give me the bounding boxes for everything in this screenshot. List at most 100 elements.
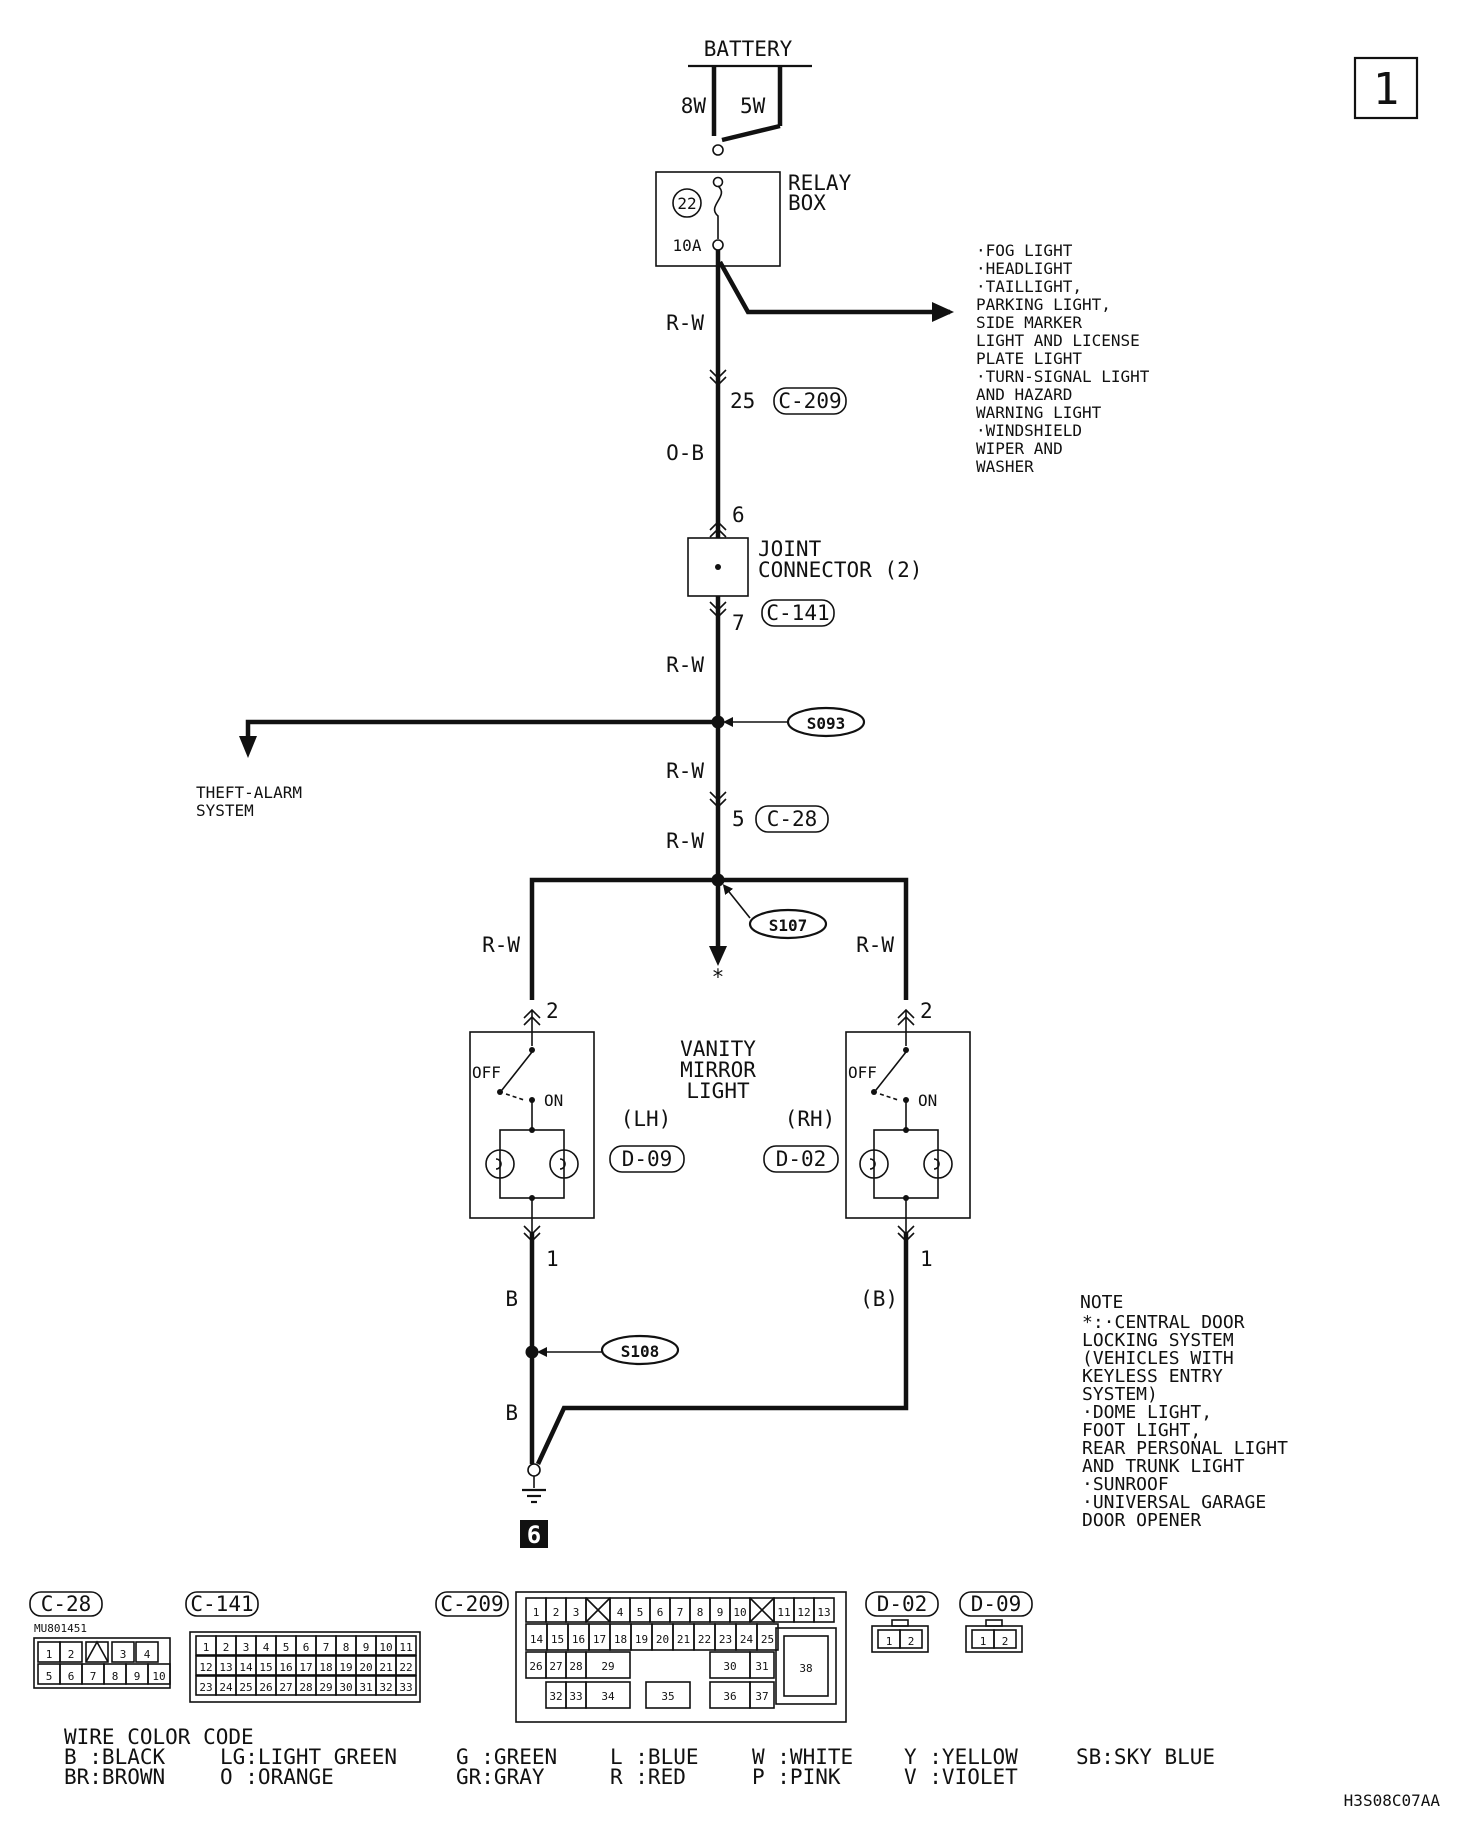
connector-pin: 3 [120,1648,127,1661]
connector-tag: D-09 [622,1147,673,1171]
connector-pin: 11 [777,1606,790,1619]
wire-color-entry: LG:LIGHT GREEN [220,1745,397,1769]
vanity-mirror-lh: OFF ON [469,1010,595,1232]
branch-item: WASHER [976,457,1034,476]
pin-number: 5 [732,807,745,831]
joint-connector-label-2: CONNECTOR (2) [758,558,922,582]
note-lines: *:·CENTRAL DOOR LOCKING SYSTEM (VEHICLES… [1082,1312,1288,1531]
connector-pin: 2 [223,1641,230,1654]
connector-tags: C-209 C-141 C-28 D-09 D-02 [609,387,847,1173]
branch-item: PLATE LIGHT [976,349,1082,368]
wire-label: R-W [666,311,704,335]
splice-label: S093 [807,714,846,733]
switch-on-label: ON [544,1091,563,1110]
vanity-lh: (LH) [621,1107,672,1131]
connector-pin: 33 [399,1681,412,1694]
branch-item: ·FOG LIGHT [976,241,1073,260]
wire-color-entry: V :VIOLET [904,1765,1018,1789]
wire-color-entry: W :WHITE [752,1745,853,1769]
connector-pin: 13 [219,1661,232,1674]
branch-item: WARNING LIGHT [976,403,1102,422]
wire-color-entry: G :GREEN [456,1745,557,1769]
connector-pin: 20 [359,1661,372,1674]
note-title: NOTE [1080,1292,1123,1313]
connector-pin: 28 [299,1681,312,1694]
connector-pin: 16 [279,1661,292,1674]
connector-pin: 14 [530,1633,544,1646]
connector-pin: 9 [717,1606,724,1619]
connector-tag: D-09 [971,1592,1022,1616]
theft-alarm-line: SYSTEM [196,801,254,820]
connector-pin: 31 [755,1660,768,1673]
connector-pin: 14 [239,1661,253,1674]
note-line: AND TRUNK LIGHT [1082,1456,1245,1477]
pin-number: 2 [546,999,559,1023]
star-mark: * [712,965,725,989]
connector-tag: C-28 [41,1592,92,1616]
fuse-rating: 10A [673,236,702,255]
fuse-number: 22 [677,194,696,213]
branch-item: ·TAILLIGHT, [976,277,1082,296]
connector-pin: 35 [661,1690,674,1703]
connector-pin: 1 [886,1635,893,1648]
connector-tag: D-02 [877,1592,928,1616]
bulb-icon [549,1149,579,1179]
pin-number: 6 [732,503,745,527]
connector-pin: 16 [572,1633,585,1646]
connector-pin: 6 [68,1670,75,1683]
page-number: 1 [1373,64,1400,115]
connector-pin: 5 [283,1641,290,1654]
connector-pin: 1 [46,1648,53,1661]
relay-box-label-1: RELAY [788,171,852,195]
wire-label: R-W [666,759,704,783]
connector-pin: 22 [399,1661,412,1674]
note-line: DOOR OPENER [1082,1510,1201,1531]
connector-pin: 27 [549,1660,562,1673]
ground-number-badge [520,1520,548,1548]
connector-pin: 24 [219,1681,233,1694]
wire-label: R-W [666,653,704,677]
connector-pin: 23 [719,1633,732,1646]
branch-item: WIPER AND [976,439,1063,458]
connector-tag: D-02 [776,1147,827,1171]
connector-pin: 36 [723,1690,736,1703]
note-line: *:·CENTRAL DOOR [1082,1312,1245,1333]
connector-pin: 7 [90,1670,97,1683]
connector-pin: 31 [359,1681,372,1694]
connector-pin: 9 [363,1641,370,1654]
splice-label: S107 [769,916,808,935]
branch-item: ·TURN-SIGNAL LIGHT [976,367,1150,386]
connector-pin: 25 [761,1633,774,1646]
connector-pin: 15 [551,1633,564,1646]
connector-pin: 10 [379,1641,392,1654]
relay-box-label-2: BOX [788,191,826,215]
wire-label: (B) [860,1287,898,1311]
note: NOTE *:·CENTRAL DOOR LOCKING SYSTEM (VEH… [1080,1292,1288,1531]
wire-label: R-W [856,933,894,957]
vanity-mirror-title: VANITY MIRROR LIGHT (LH) (RH) [621,1037,836,1131]
connector-pin: 29 [319,1681,332,1694]
branch-item: SIDE MARKER [976,313,1082,332]
connector-pin: 21 [379,1661,392,1674]
battery-label: BATTERY [704,37,793,61]
connector-pin: 4 [263,1641,270,1654]
connector-pin: 7 [323,1641,330,1654]
connector-tag: C-209 [778,389,841,413]
battery-wire-5w: 5W [740,94,766,118]
wire-color-entry: B :BLACK [64,1745,166,1769]
switch-off-label: OFF [472,1063,501,1082]
switch-on-label: ON [918,1091,937,1110]
ground-number: 6 [527,1521,541,1549]
connector-pin: 30 [723,1660,736,1673]
down-arrow-icon [709,946,727,966]
wire-color-entry: P :PINK [752,1765,841,1789]
joint-connector-label-1: JOINT [758,537,822,561]
connector-pin: 8 [112,1670,119,1683]
connector-tag: C-141 [766,601,829,625]
battery-wire-8w: 8W [681,94,707,118]
pin-number: 7 [732,611,745,635]
wire-label: R-W [666,829,704,853]
vanity-label: LIGHT [686,1079,750,1103]
